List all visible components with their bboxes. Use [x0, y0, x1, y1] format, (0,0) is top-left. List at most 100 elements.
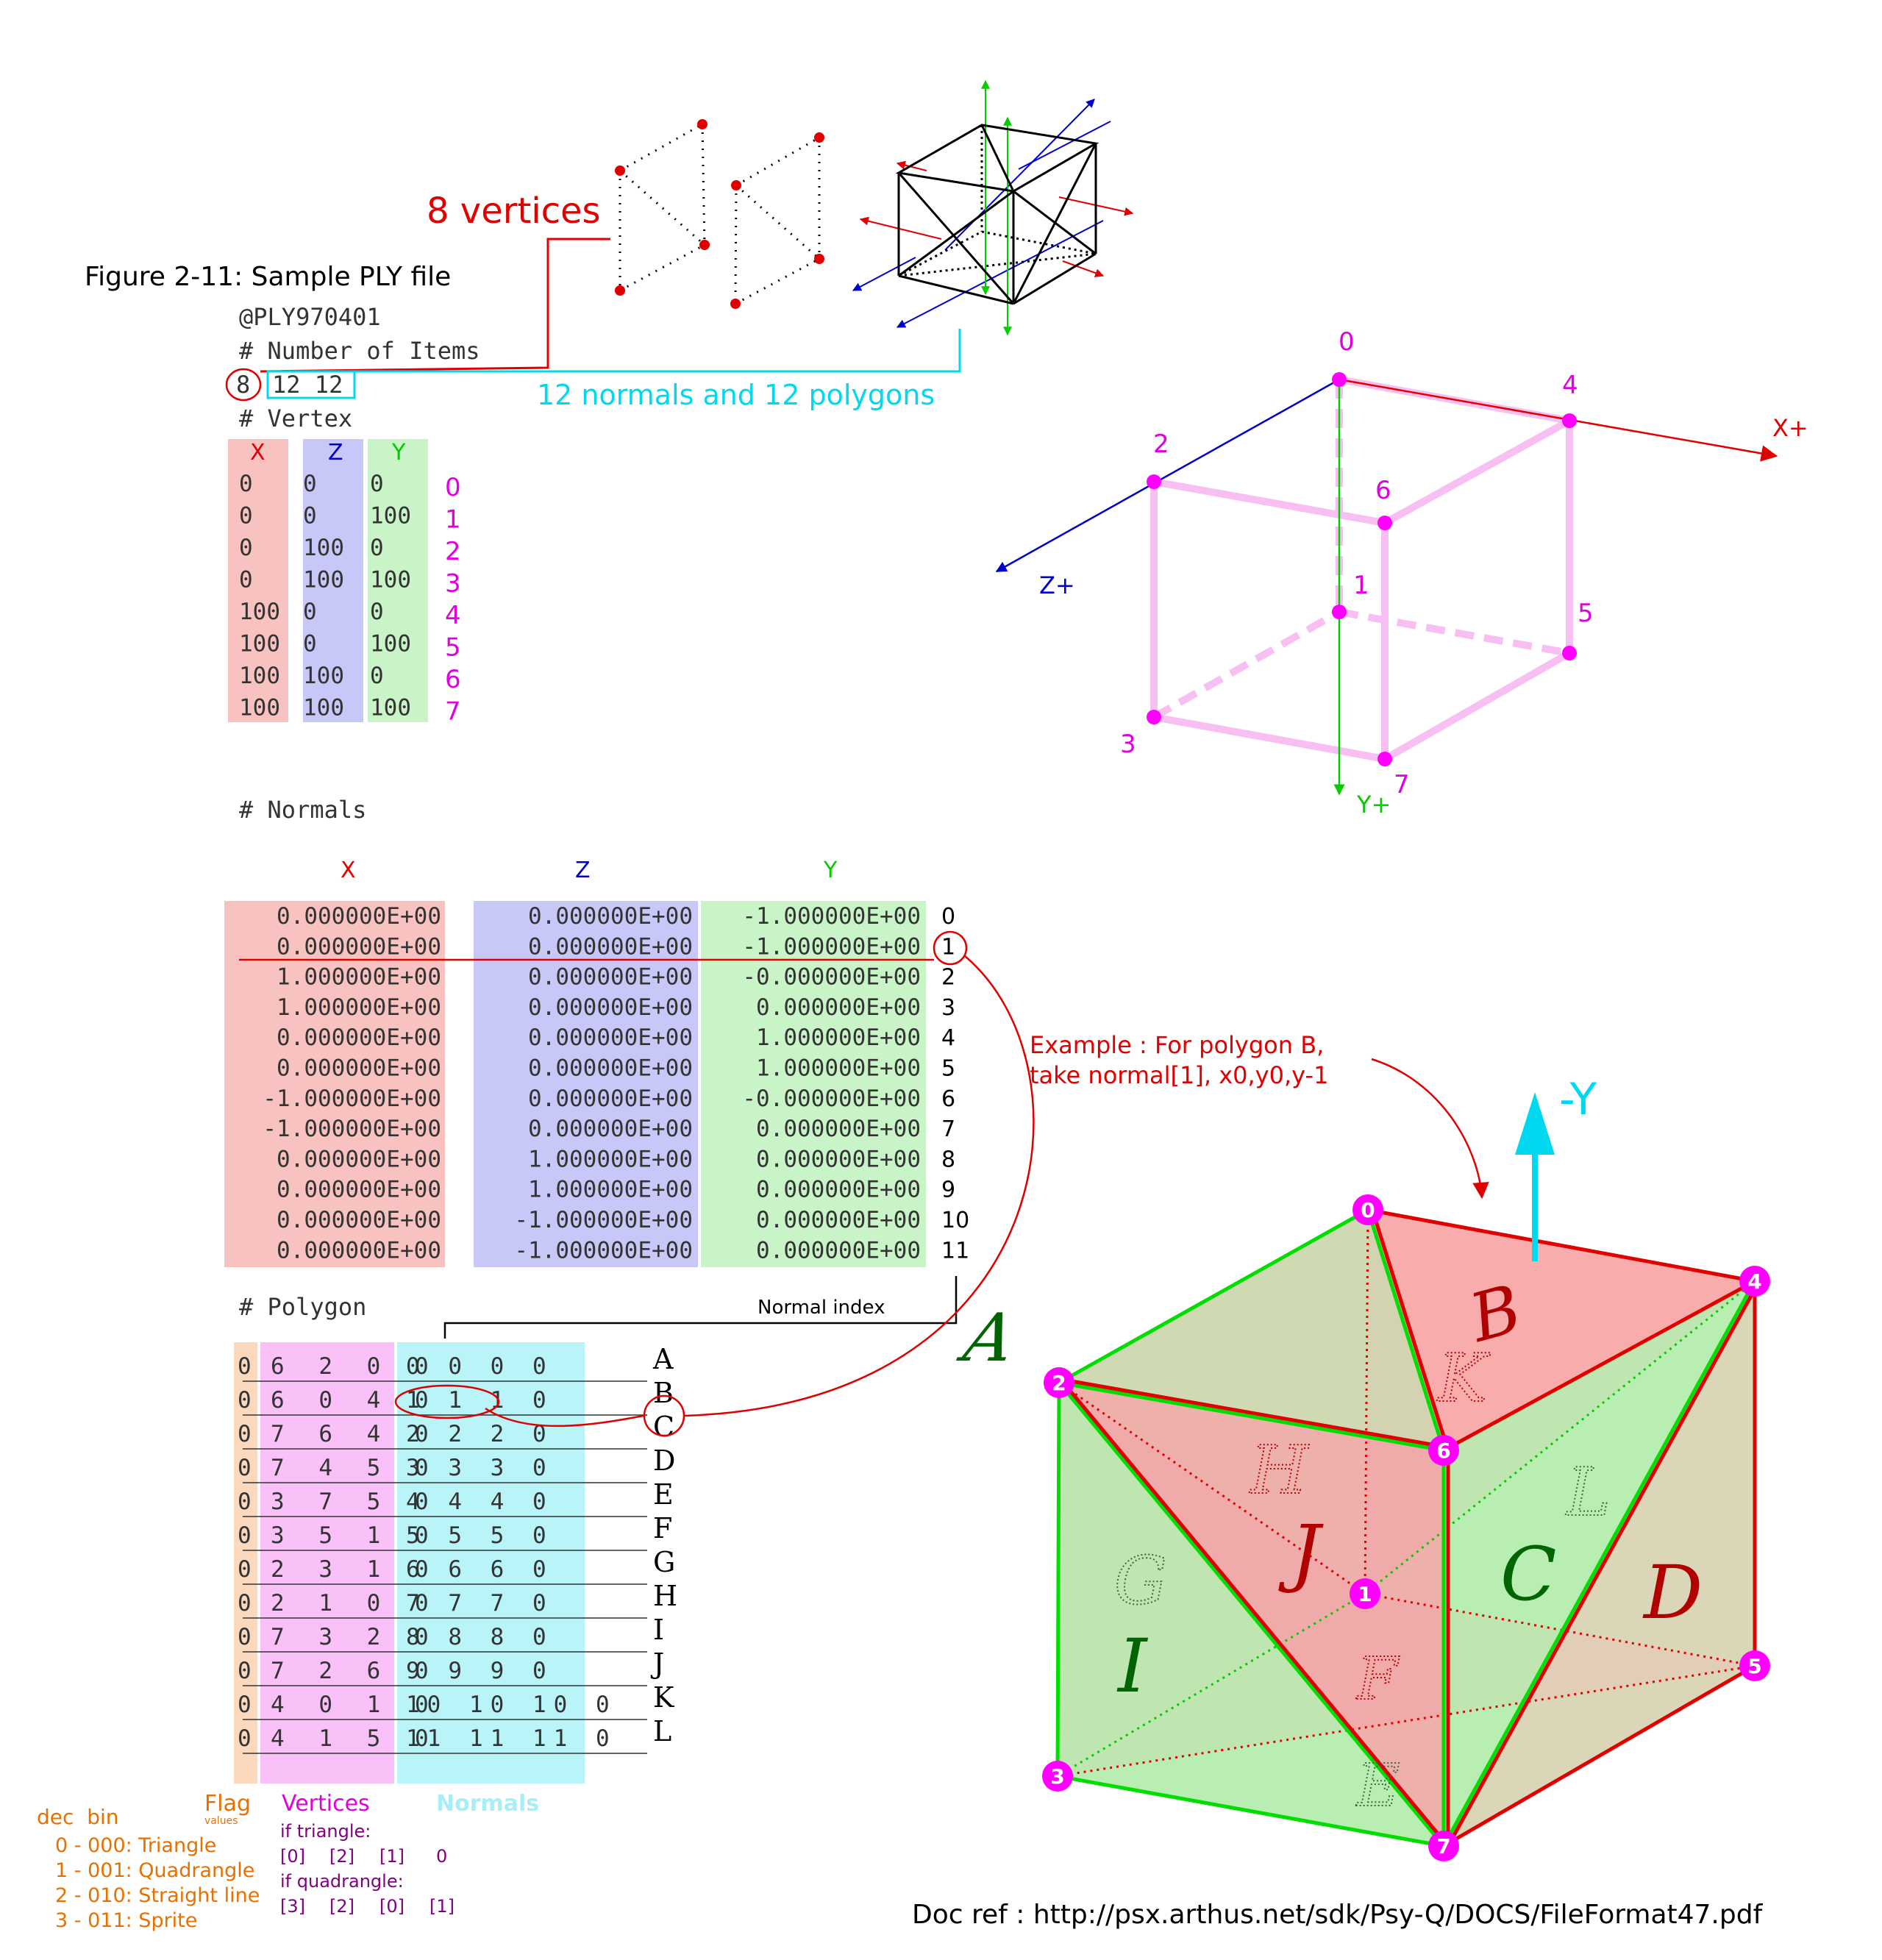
vertex-x-value: 0: [239, 471, 253, 497]
x-axis: [1339, 378, 1778, 462]
normals-header-y: Y: [823, 858, 838, 883]
vertex-x-value: 100: [239, 663, 280, 689]
normal-x-value: 0.000000E+00: [277, 933, 441, 960]
normal-index-label: 6: [941, 1086, 955, 1112]
polygon-label: H: [653, 1580, 677, 1612]
face-letter-l: L: [1565, 1454, 1611, 1531]
quad-order-0: [3]: [280, 1896, 305, 1917]
vertex-index-label: 6: [445, 665, 461, 694]
normals-wire-cube: [852, 79, 1134, 336]
axes-vertex-0: 0: [1339, 327, 1355, 357]
polygon-label: J: [650, 1647, 664, 1680]
normal-index-label: 3: [941, 995, 955, 1021]
polygon-vertices: 3 7 5 0: [271, 1489, 439, 1515]
vertex-z-value: 0: [303, 631, 317, 658]
flag-value-2: 2 - 010: Straight line: [55, 1884, 260, 1907]
normal-x-value: 0.000000E+00: [277, 1055, 441, 1082]
polygon-vertices: 7 6 4 0: [271, 1421, 439, 1447]
polygon-vertices: 4 0 1 0: [271, 1692, 439, 1718]
polygon-normals: 4 4 4 0: [406, 1489, 554, 1515]
normal-x-value: 0.000000E+00: [277, 1177, 441, 1203]
minus-y-label: -Y: [1559, 1074, 1597, 1125]
example-line-2: take normal[1], x0,y0,y-1: [1030, 1061, 1328, 1089]
normal-index-label: Normal index: [758, 1297, 885, 1319]
axes-vertex-2: 2: [1153, 430, 1169, 459]
normals-comment: # Normals: [239, 796, 366, 824]
normal-z-value: 0.000000E+00: [528, 903, 693, 930]
face-letter-d: D: [1642, 1550, 1703, 1636]
polygon-flag: 0: [238, 1692, 252, 1718]
face-a: [1059, 1210, 1444, 1450]
face-cube: A B C D E F G H I J K L 0 1 2 3 4 5 6 7 …: [952, 1074, 1770, 1861]
vertex-count: 8: [236, 371, 250, 399]
normal-x-value: 0.000000E+00: [277, 1146, 441, 1172]
normal-index-label: 4: [941, 1025, 955, 1051]
vertex-x-value: 100: [239, 695, 280, 721]
polygon-b-normals-ellipse: [394, 1384, 500, 1419]
normal-index-label: 9: [941, 1177, 955, 1203]
normal-index-label: 5: [941, 1056, 955, 1082]
vertex-x-value: 0: [239, 567, 253, 594]
normal-z-value: 0.000000E+00: [528, 933, 693, 960]
normal-z-value: 1.000000E+00: [528, 1146, 693, 1172]
polygon-label: K: [653, 1681, 674, 1714]
vertex-x-value: 100: [239, 631, 280, 658]
doc-reference: Doc ref : http://psx.arthus.net/sdk/Psy-…: [912, 1900, 1764, 1930]
normal-index-bracket: [443, 1276, 958, 1339]
normal-z-value: 0.000000E+00: [528, 964, 693, 991]
polygon-label: I: [653, 1614, 664, 1646]
ply-magic: @PLY970401: [239, 303, 381, 331]
vertex-y-value: 0: [370, 535, 384, 561]
triangle-order-0: [0]: [280, 1846, 305, 1867]
polygon-label: B: [653, 1377, 674, 1409]
polygon-vertices: 4 1 5 0: [271, 1725, 439, 1752]
vertex-y-value: 100: [370, 695, 411, 721]
normal-index-label: 0: [941, 904, 955, 930]
vertex-index-label: 5: [445, 633, 461, 663]
normal-x-value: 1.000000E+00: [277, 964, 441, 991]
y-axis-label: Y+: [1356, 791, 1391, 819]
normal-1-circle: [933, 930, 968, 966]
normal-y-value: -0.000000E+00: [742, 964, 921, 991]
normals-header-z: Z: [575, 858, 591, 883]
triangle-order-3: 0: [436, 1846, 447, 1867]
normal-x-value: -1.000000E+00: [263, 1116, 441, 1142]
polygon-vertices: 7 4 5 0: [271, 1455, 439, 1481]
flag-value-1: 1 - 001: Quadrangle: [55, 1859, 254, 1882]
vertices-legend-label: Vertices: [282, 1791, 370, 1817]
polygon-flag: 0: [238, 1658, 252, 1684]
face-letter-c: C: [1500, 1531, 1557, 1617]
normals-header-x: X: [341, 858, 356, 883]
normal-z-value: 0.000000E+00: [528, 994, 693, 1021]
normal-x-value: 0.000000E+00: [277, 903, 441, 930]
normals-callout-line: [354, 329, 961, 373]
vertex-count-circle: [225, 368, 262, 402]
x-axis-label: X+: [1772, 414, 1808, 442]
normal-y-value: 0.000000E+00: [756, 1116, 921, 1142]
axes-cube: X+ Z+ Y+ 0 1 2 3 4 5 6 7: [995, 327, 1808, 819]
axes-vertex-4: 4: [1562, 371, 1578, 400]
legend: Flag values Vertices Normals dec bin 0 -…: [37, 1791, 539, 1932]
polygon-label: F: [653, 1512, 672, 1544]
vertex-header-x: X: [250, 440, 265, 466]
vertex-header-z: Z: [328, 440, 343, 466]
vertex-z-column-bg: [303, 439, 363, 722]
polygon-flag: 0: [238, 1421, 252, 1447]
normals-z-column-bg: [474, 901, 698, 1267]
vertex-z-value: 0: [303, 471, 317, 497]
polygon-normals: 10 10 10 0: [406, 1692, 617, 1718]
polygon-label: A: [652, 1343, 674, 1375]
vertex-index-label: 7: [445, 697, 461, 727]
face-vertex-0: 0: [1361, 1198, 1375, 1222]
vertex-x-value: 0: [239, 535, 253, 561]
face-vertex-2: 2: [1052, 1371, 1066, 1395]
z-axis: [995, 378, 1340, 573]
triangle-order-2: [1]: [379, 1846, 404, 1867]
polygon-vertices: 6 2 0 0: [271, 1353, 439, 1380]
flag-value-0: 0 - 000: Triangle: [55, 1834, 216, 1857]
normals-table: X Z Y 0.000000E+00 0.000000E+00 -1.000000E…: [224, 858, 969, 1267]
face-letter-e: E: [1355, 1751, 1400, 1820]
face-letter-h: H: [1249, 1432, 1309, 1509]
normal-y-value: 1.000000E+00: [756, 1055, 921, 1082]
